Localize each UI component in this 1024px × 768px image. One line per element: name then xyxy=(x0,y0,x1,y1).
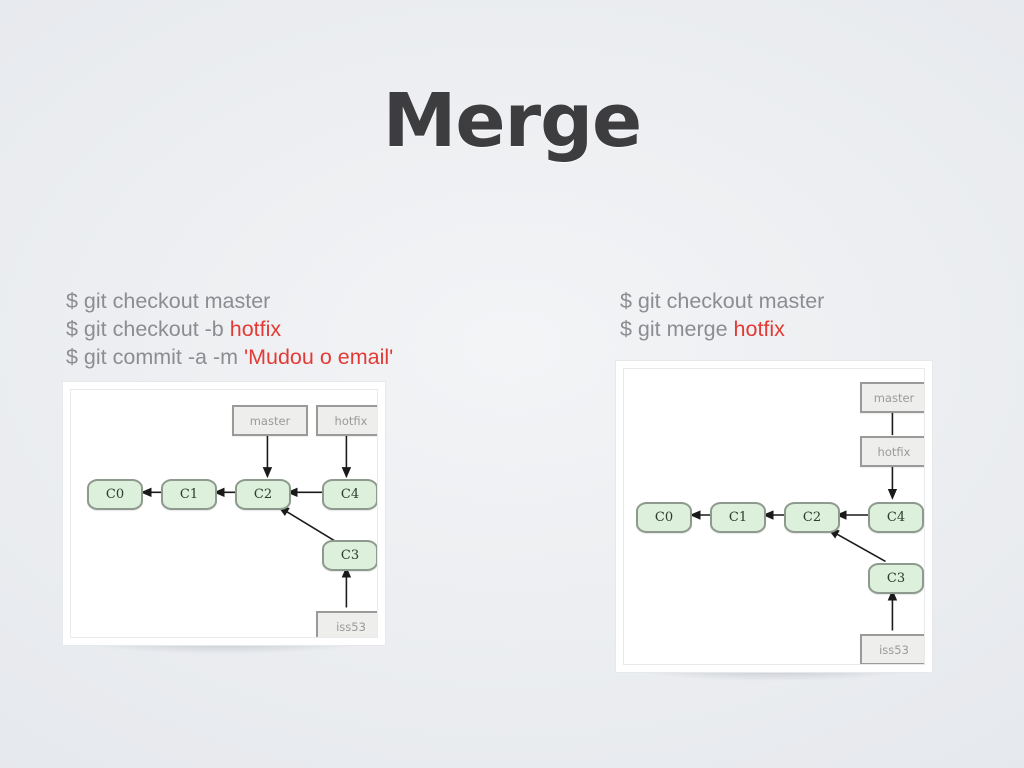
command-text: $ git merge xyxy=(620,317,734,341)
commit-label: C2 xyxy=(253,487,273,502)
commit-node: C1 xyxy=(710,502,766,533)
commit-label: C4 xyxy=(886,510,906,525)
commit-label: C1 xyxy=(179,487,199,502)
commit-node: C3 xyxy=(322,540,377,571)
branch-label: master xyxy=(873,390,915,405)
command-line: $ git merge hotfix xyxy=(620,315,824,343)
commit-node: C2 xyxy=(235,479,291,510)
commit-node: C0 xyxy=(87,479,143,510)
command-block-left: $ git checkout master $ git checkout -b … xyxy=(66,287,393,371)
commit-node: C4 xyxy=(322,479,377,510)
command-line: $ git checkout -b hotfix xyxy=(66,315,393,343)
git-graph-right-edges xyxy=(689,412,898,631)
diagram-card-right: C0 C1 C2 C4 C3 master xyxy=(615,360,933,681)
diagram-canvas-right: C0 C1 C2 C4 C3 master xyxy=(623,368,925,665)
diagram-canvas-left: C0 C1 C2 C4 C3 master xyxy=(70,389,378,638)
commit-node: C1 xyxy=(161,479,217,510)
commit-node: C4 xyxy=(868,502,924,533)
commit-label: C0 xyxy=(654,510,674,525)
git-graph-left: C0 C1 C2 C4 C3 master xyxy=(71,390,377,637)
commit-node: C2 xyxy=(784,502,840,533)
command-text: $ git commit -a -m xyxy=(66,345,244,369)
branch-label: hotfix xyxy=(334,413,368,428)
branch-label: master xyxy=(249,413,291,428)
command-line: $ git checkout master xyxy=(620,287,824,315)
branch-label: iss53 xyxy=(336,619,366,634)
command-text: $ git checkout master xyxy=(620,289,825,313)
command-highlight: hotfix xyxy=(733,317,785,341)
diagram-card-left: C0 C1 C2 C4 C3 master xyxy=(62,381,386,654)
branch-label-box: master xyxy=(232,405,308,436)
command-highlight: hotfix xyxy=(229,317,282,341)
commit-node: C3 xyxy=(868,563,924,594)
command-text: $ git checkout master xyxy=(66,289,271,313)
command-highlight: 'Mudou o email' xyxy=(244,345,394,369)
branch-label-box: hotfix xyxy=(316,405,377,436)
branch-label-box: iss53 xyxy=(860,634,924,664)
branch-label: hotfix xyxy=(877,444,911,459)
branch-label-box: iss53 xyxy=(316,611,377,637)
command-block-right: $ git checkout master $ git merge hotfix xyxy=(620,287,824,343)
commit-node: C0 xyxy=(636,502,692,533)
commit-label: C3 xyxy=(340,548,360,563)
commit-label: C4 xyxy=(340,487,360,502)
branch-label-box: master xyxy=(860,382,924,413)
commit-label: C3 xyxy=(886,571,906,586)
branch-label: iss53 xyxy=(879,642,909,657)
git-graph-right: C0 C1 C2 C4 C3 master xyxy=(624,369,924,664)
command-text: $ git checkout -b xyxy=(66,317,230,341)
commit-label: C0 xyxy=(105,487,125,502)
command-line: $ git commit -a -m 'Mudou o email' xyxy=(66,343,393,371)
page-title: Merge xyxy=(382,78,642,164)
commit-label: C2 xyxy=(802,510,822,525)
command-line: $ git checkout master xyxy=(66,287,393,315)
commit-label: C1 xyxy=(728,510,748,525)
branch-label-box: hotfix xyxy=(860,436,924,467)
